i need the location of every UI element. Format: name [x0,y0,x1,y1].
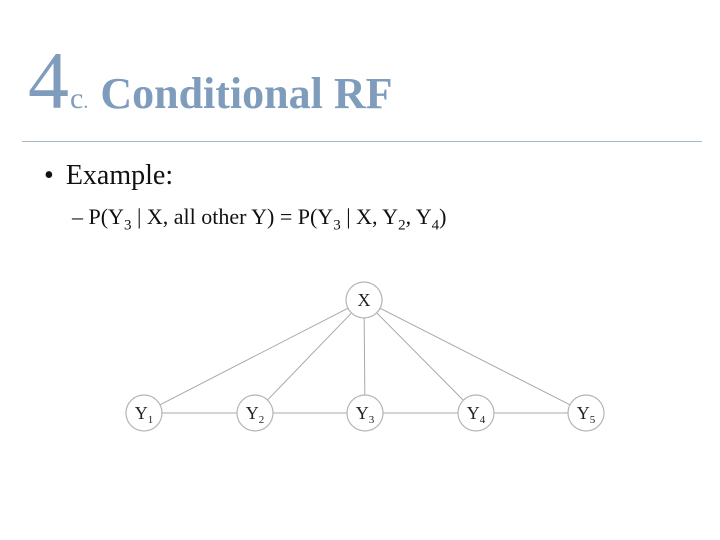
node-circle [125,394,163,432]
formula-rhs-close: ) [439,204,447,229]
formula-rhs-mid: | X, Y [340,204,399,229]
title-divider [22,141,702,142]
node-y3: Y3 [346,394,384,432]
node-y5: Y5 [567,394,605,432]
bullet-text: Example: [65,160,174,191]
formula: P(Y3 | X, all other Y) = P(Y3 | X, Y2, Y… [88,204,447,233]
graph-nodes: X Y1 Y2 Y3 Y4 Y5 [125,281,605,432]
graph-edges [159,307,571,414]
node-label: Y2 [246,403,265,426]
node-circle [457,394,495,432]
bullet-dot: • [44,160,54,191]
node-y2: Y2 [236,394,274,432]
sub-dash: – [72,204,83,229]
edge-x-y1 [159,307,349,406]
formula-rhs-sub2: 2 [398,217,406,234]
sub-bullet-formula: – P(Y3 | X, all other Y) = P(Y3 | X, Y2,… [72,204,446,234]
node-label: Y3 [356,403,375,426]
title-dot: . [83,91,89,113]
edge-x-y5 [379,307,571,406]
node-y1: Y1 [125,394,163,432]
node-circle [346,394,384,432]
edge-x-y2 [267,312,352,401]
node-x: X [345,281,383,319]
bullet-example: • Example: [44,160,173,192]
edge-x-y3 [363,317,366,396]
formula-lhs-rest: | X, all other Y) = P(Y [131,204,334,229]
formula-lhs-sub: 3 [123,217,132,234]
formula-rhs-mid2: , Y [405,204,432,229]
node-label: Y5 [577,403,596,426]
formula-rhs-sub3: 4 [431,217,440,234]
formula-lhs-open: P(Y [88,204,124,229]
node-label: X [358,290,371,310]
title-number: 4 [28,35,69,126]
title-letter: c [70,82,84,115]
slide-title: 4 c . Conditional RF [28,40,393,130]
node-label: Y1 [135,403,154,426]
formula-rhs-sub: 3 [333,217,341,234]
node-circle [567,394,605,432]
edge-x-y4 [376,312,464,401]
node-circle [345,281,383,319]
title-text: Conditional RF [100,69,393,118]
node-label: Y4 [467,403,486,426]
node-circle [236,394,274,432]
node-y4: Y4 [457,394,495,432]
